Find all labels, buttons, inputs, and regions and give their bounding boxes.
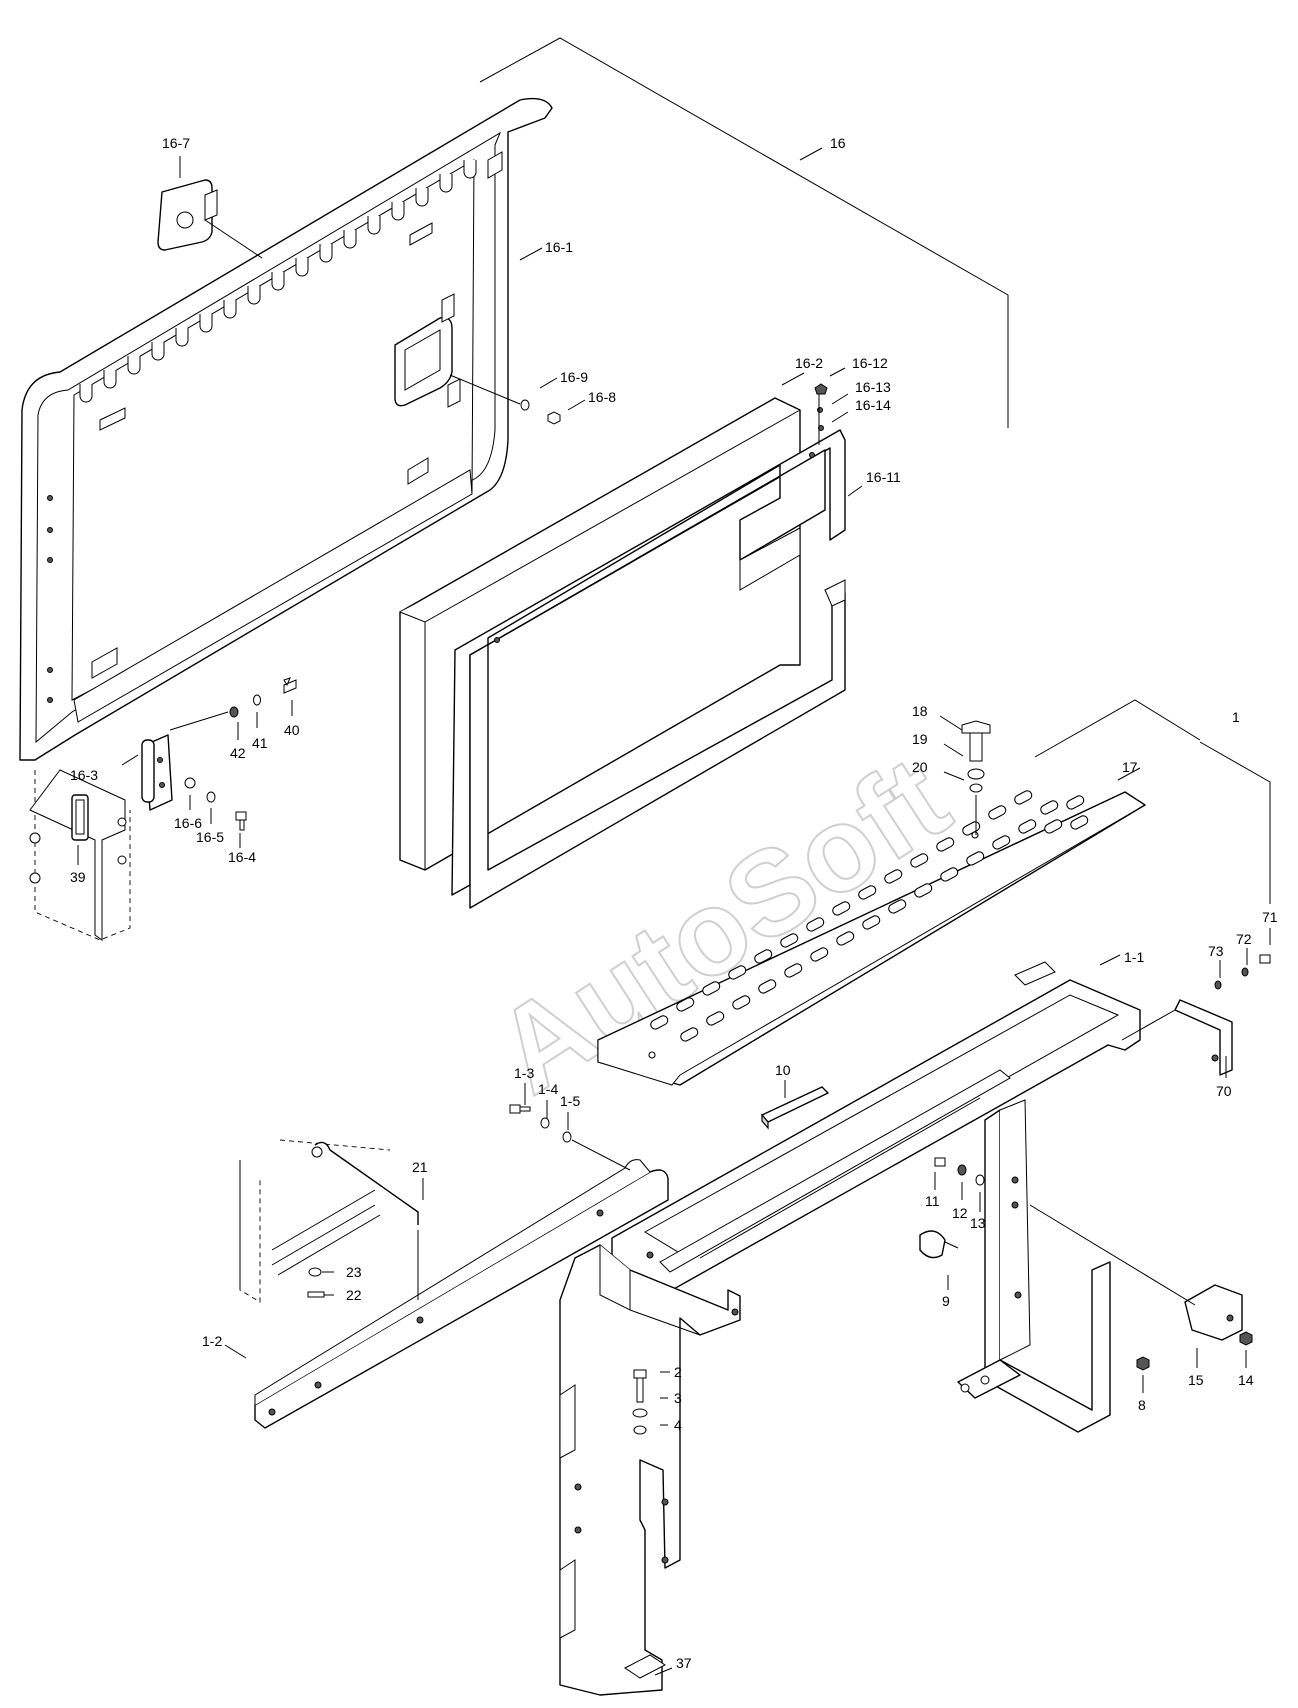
callout-16-11: 16-11 [866,469,901,485]
callout-16-13: 16-13 [855,379,891,395]
callout-16-14: 16-14 [855,397,891,413]
callout-16: 16 [830,135,846,151]
callout-16-3: 16-3 [70,767,98,783]
callout-37: 37 [676,1655,692,1671]
vent-panel-17 [597,791,1146,1086]
door-frame-16-1 [19,97,553,761]
leader-lines [77,37,1271,1676]
callout-1-2: 1-2 [202,1333,222,1349]
callout-23: 23 [346,1264,362,1280]
callout-21: 21 [412,1159,428,1175]
callout-4: 4 [674,1417,682,1433]
callout-20: 20 [912,759,928,775]
callout-3: 3 [674,1390,682,1406]
callout-14: 14 [1238,1372,1254,1388]
callout-1-4: 1-4 [538,1081,558,1097]
hardware-16-8-16-9 [449,374,561,425]
callout-18: 18 [912,703,928,719]
window-frame-16-11 [451,429,846,909]
callout-1: 1 [1232,709,1240,725]
callout-labels: 16 16-7 16-1 16-9 16-8 16-2 16-12 16-13 … [70,135,1278,1671]
callout-71: 71 [1262,909,1278,925]
callout-12: 12 [952,1205,968,1221]
callout-16-1: 16-1 [545,239,573,255]
callout-39: 39 [70,869,86,885]
hinge-mount [29,769,131,941]
striker-39 [71,794,89,841]
callout-16-5: 16-5 [196,829,224,845]
callout-16-6: 16-6 [174,815,202,831]
callout-9: 9 [942,1293,950,1309]
callout-10: 10 [775,1062,791,1078]
callout-1-3: 1-3 [514,1065,534,1081]
callout-73: 73 [1208,943,1224,959]
door-lock-16-7 [157,179,263,259]
callout-16-4: 16-4 [228,849,256,865]
callout-41: 41 [252,735,268,751]
door-hinge-16-3 [141,734,173,811]
callout-72: 72 [1236,931,1252,947]
callout-13: 13 [970,1215,986,1231]
fasteners-16-12-16-13-16-14 [814,383,828,445]
vent-slots [648,790,1089,1059]
callout-15: 15 [1188,1372,1204,1388]
callout-40: 40 [284,722,300,738]
callout-2: 2 [674,1364,682,1380]
callout-16-12: 16-12 [852,355,888,371]
callout-8: 8 [1138,1397,1146,1413]
base-frame-1-1 [254,961,1141,1696]
callout-17: 17 [1122,759,1138,775]
bumper-9 [919,1230,959,1259]
callout-19: 19 [912,731,928,747]
callout-16-2: 16-2 [795,355,823,371]
base-fasteners [307,720,1271,1435]
callout-1-1: 1-1 [1124,949,1144,965]
callout-16-9: 16-9 [560,369,588,385]
callout-11: 11 [925,1193,940,1209]
rubber-pad-10 [761,1086,829,1130]
door-hardware-small [169,677,297,831]
stay-rod-21 [239,1139,419,1303]
top-rail-hooks [79,160,477,403]
bracket-15 [1029,1204,1243,1341]
callout-70: 70 [1216,1083,1232,1099]
callout-1-5: 1-5 [560,1093,580,1109]
callout-42: 42 [230,745,246,761]
callout-22: 22 [346,1287,362,1303]
bracket-70 [1121,999,1233,1076]
callout-16-8: 16-8 [588,389,616,405]
callout-16-7: 16-7 [162,135,190,151]
